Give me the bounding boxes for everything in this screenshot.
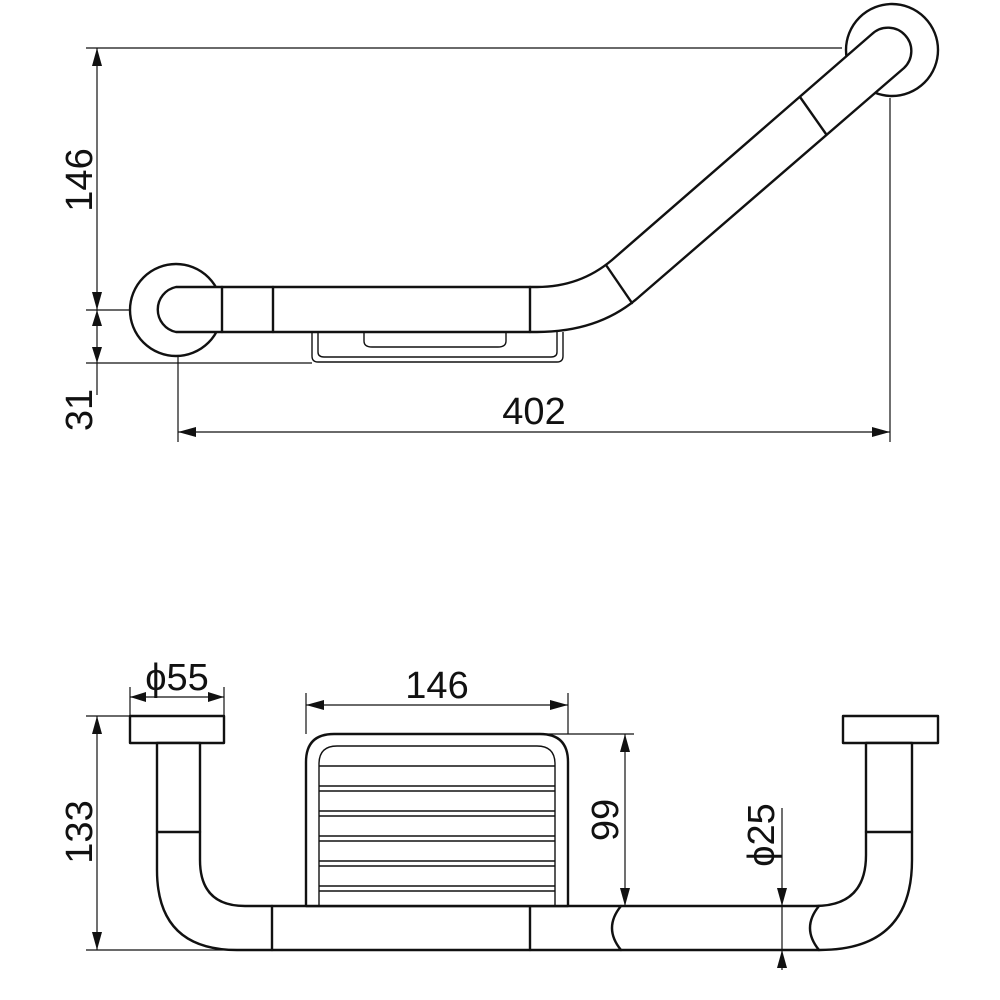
- dim-phi55: [129, 687, 225, 716]
- dim-146-basket: [305, 693, 569, 734]
- right-wall-flange: [844, 2, 940, 98]
- dim-133-vertical: [86, 715, 237, 951]
- basket-slats: [319, 765, 555, 892]
- dim-99-label: 99: [585, 799, 627, 841]
- dim-146-label: 146: [59, 148, 101, 211]
- soap-basket-top: [311, 332, 564, 363]
- grab-bar-front: [155, 741, 914, 952]
- soap-basket-front: [304, 732, 570, 908]
- dim-31-vertical: [86, 310, 312, 395]
- dim-146-basket-label: 146: [405, 665, 468, 707]
- dim-402-label: 402: [502, 391, 565, 433]
- dim-146-vertical: [86, 47, 842, 311]
- dim-31-label: 31: [59, 389, 101, 431]
- dim-133-label: 133: [59, 800, 101, 863]
- grab-bar-top: [156, 26, 913, 334]
- left-flange-front: [128, 714, 226, 745]
- dim-99-vertical: [540, 733, 634, 907]
- dim-phi25: [777, 808, 787, 970]
- front-view: ϕ55 146 133 99: [59, 657, 940, 970]
- dim-phi55-label: ϕ55: [145, 657, 209, 699]
- top-view: 146 31 402: [59, 2, 940, 442]
- dim-phi25-label: ϕ25: [741, 803, 783, 867]
- dim-402-horizontal: [177, 98, 891, 442]
- right-flange-front: [841, 714, 940, 745]
